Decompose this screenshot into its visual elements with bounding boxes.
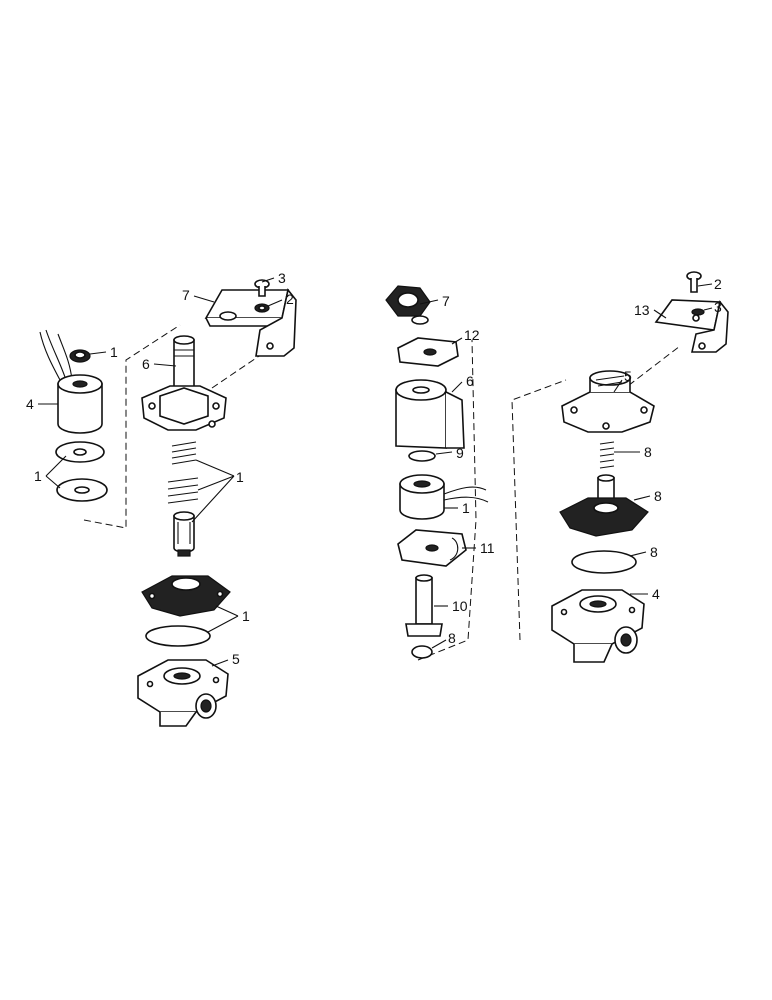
callout-left-diaphragm-oring: 1: [242, 608, 250, 624]
left-screw: [254, 279, 270, 297]
leader-right-9: [435, 451, 453, 455]
leader-left-1b: [45, 455, 67, 489]
left-oring: [145, 625, 211, 647]
left-bracket: [204, 288, 297, 357]
left-washer: [254, 303, 270, 313]
leader-left-1a: [89, 351, 107, 355]
left-valve-body: [137, 659, 229, 727]
left-washers: [55, 441, 108, 502]
leader-right-7: [419, 299, 439, 305]
leader-left-7: [193, 295, 215, 303]
callout-right-oring-bottom: 8: [448, 630, 456, 646]
right-housing: [395, 379, 465, 449]
right-valve-assembly: 7 12 6 9 1 11 10 8 2 13 3 5 8 8 8 4: [385, 271, 729, 663]
leader-left-1c: [191, 459, 235, 523]
left-valve-assembly: 1 4 1 6 7 3 2 1 1 5: [26, 270, 297, 727]
callout-left-washer: 2: [286, 291, 294, 307]
left-assembly-line-coil: [83, 324, 181, 529]
callout-right-washer: 3: [714, 299, 722, 315]
right-washer: [691, 308, 705, 316]
leader-right-13: [653, 309, 667, 319]
callout-right-nut: 7: [442, 293, 450, 309]
callout-left-body: 5: [232, 651, 240, 667]
right-bonnet: [561, 370, 655, 433]
right-plate-top: [397, 337, 459, 367]
leader-right-8a: [431, 639, 447, 649]
leader-right-2: [697, 283, 713, 287]
right-oring: [571, 550, 637, 574]
callout-right-oring-top: 9: [456, 445, 464, 461]
right-diaphragm: [559, 474, 649, 537]
callout-right-body: 4: [652, 586, 660, 602]
leader-left-3: [261, 277, 275, 283]
leader-right-8c: [633, 495, 651, 501]
leader-right-8d: [629, 551, 647, 557]
callout-right-oring: 8: [650, 544, 658, 560]
right-oring-top: [408, 450, 436, 462]
callout-right-tube: 10: [452, 598, 468, 614]
callout-left-bracket: 7: [182, 287, 190, 303]
callout-right-spring: 8: [644, 444, 652, 460]
callout-left-coil-clip: 1: [110, 344, 118, 360]
right-spring: [599, 441, 615, 469]
callout-left-springs-plunger: 1: [236, 469, 244, 485]
callout-right-plate-bottom: 11: [480, 540, 495, 556]
right-coil: [399, 474, 489, 520]
leader-right-3: [703, 307, 713, 311]
callout-left-screw: 3: [278, 270, 286, 286]
leader-right-5: [613, 379, 623, 393]
leader-right-6: [451, 381, 463, 393]
left-springs-plunger: [167, 441, 199, 557]
right-valve-body: [551, 589, 645, 663]
left-coil: [39, 329, 103, 434]
left-tube-bonnet: [141, 335, 227, 431]
leader-left-2: [267, 299, 283, 307]
right-assembly-line-body: [511, 379, 567, 641]
callout-left-coil: 4: [26, 396, 34, 412]
leader-left-6: [153, 363, 177, 367]
callout-left-tube: 6: [142, 356, 150, 372]
callout-right-bracket: 13: [634, 302, 650, 318]
right-assembly-line-coil: [417, 339, 477, 661]
right-bracket: [654, 299, 729, 353]
leader-left-5: [211, 659, 229, 667]
leader-left-1d: [207, 605, 239, 633]
left-coil-clip: [69, 349, 91, 363]
callout-right-coil: 1: [462, 500, 470, 516]
right-nut: [385, 285, 431, 325]
callout-left-washers: 1: [34, 468, 42, 484]
leader-right-12: [451, 337, 463, 345]
callout-right-bonnet: 5: [624, 368, 632, 384]
right-oring-bottom: [411, 645, 433, 659]
right-screw: [686, 271, 702, 293]
right-tube: [405, 574, 443, 637]
callout-right-diaphragm: 8: [654, 488, 662, 504]
callout-right-plate-top: 12: [464, 327, 480, 343]
left-diaphragm: [141, 575, 231, 617]
right-plate-bottom: [397, 529, 467, 567]
callout-right-screw: 2: [714, 276, 722, 292]
callout-right-housing: 6: [466, 373, 474, 389]
